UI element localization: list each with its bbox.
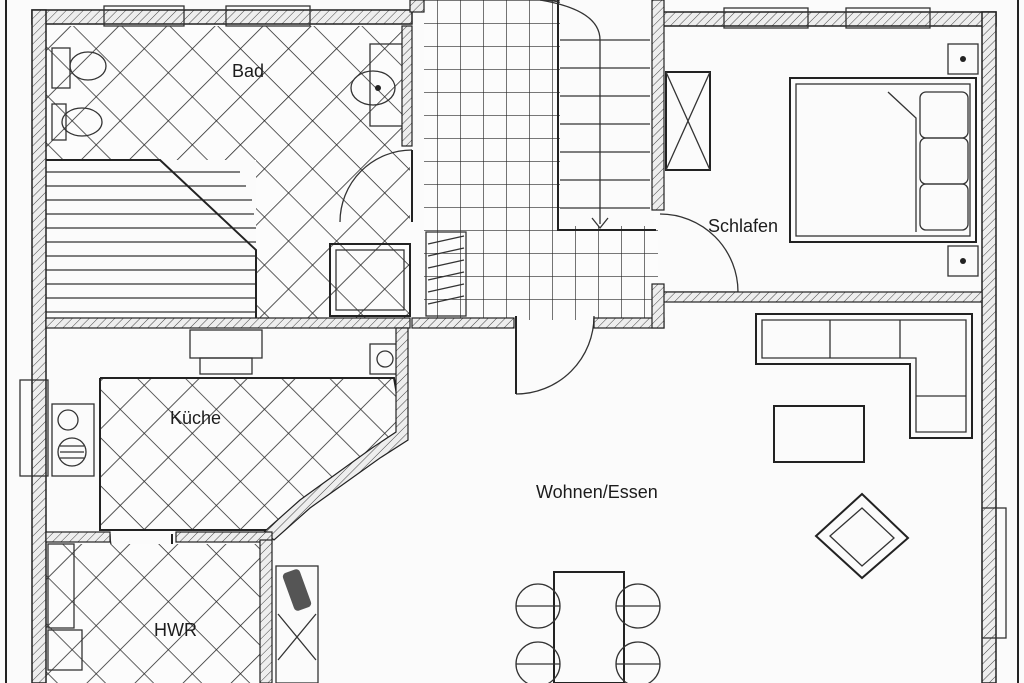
dining-table-icon: [515, 571, 661, 683]
bidet-icon: [51, 103, 103, 141]
bathroom-door-swing: [339, 149, 413, 223]
outer-frame: [5, 0, 1019, 683]
stairwell: [424, 0, 658, 320]
living-dining-room: Wohnen/Essen: [275, 313, 973, 683]
shower-tray-icon: [329, 243, 411, 317]
room-label-schlafen: Schlafen: [708, 216, 778, 236]
nightstand-bottom-icon: [947, 245, 979, 277]
double-bed-icon: [789, 77, 977, 243]
walls: [19, 0, 1007, 683]
nightstand-top-icon: [947, 43, 979, 75]
living-door-swing: [515, 315, 595, 395]
coat-rack: [425, 231, 467, 317]
coffee-table-icon: [773, 405, 865, 463]
toilet-icon: [51, 47, 107, 89]
bathroom-room: Bad: [46, 26, 413, 320]
room-label-wohnen-essen: Wohnen/Essen: [536, 482, 658, 502]
cooktop-icon: [51, 403, 95, 477]
bedroom-room: Schlafen: [659, 28, 982, 294]
corner-sofa-icon: [755, 313, 973, 439]
wardrobe-icon: [665, 71, 711, 171]
room-label-kueche: Küche: [170, 408, 221, 428]
range-hood-icon: [189, 329, 263, 375]
utility-room: HWR: [46, 543, 266, 683]
room-label-hwr: HWR: [154, 620, 197, 640]
room-label-bad: Bad: [232, 61, 264, 81]
armchair-icon: [814, 492, 910, 580]
bathtub: [46, 159, 257, 318]
fridge-icon: [275, 565, 319, 683]
